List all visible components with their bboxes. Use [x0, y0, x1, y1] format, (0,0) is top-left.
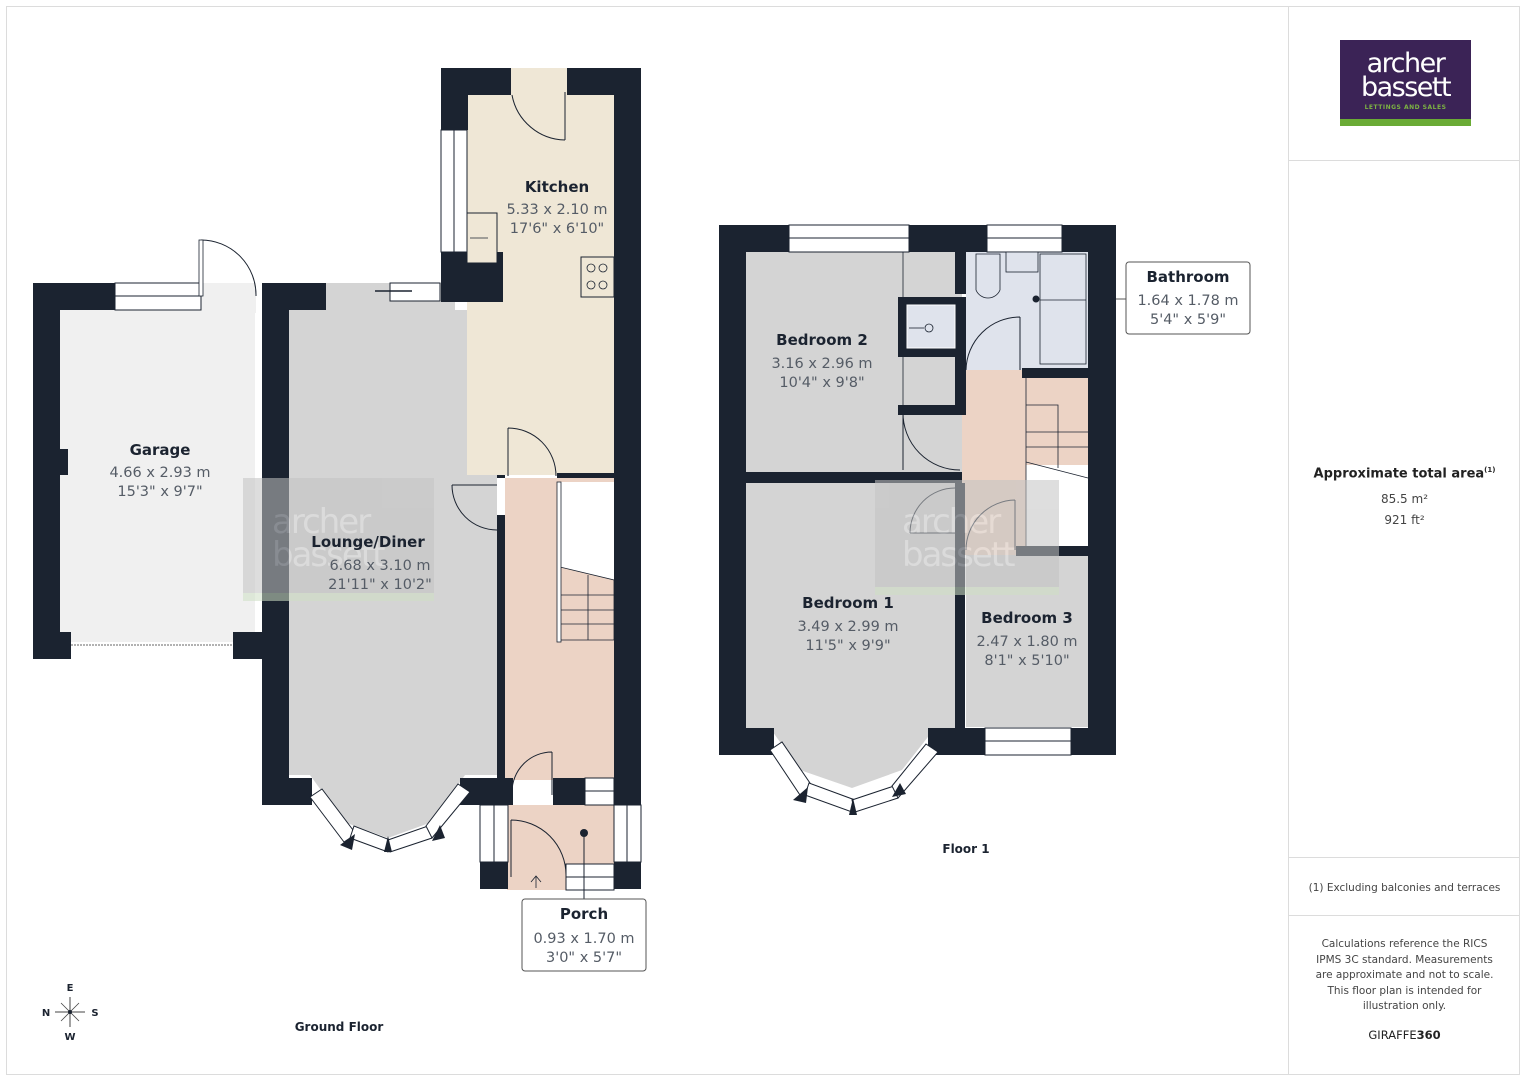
- bathroom-imperial: 5'4" x 5'9": [1150, 312, 1226, 328]
- area-title: Approximate total area(1): [1313, 466, 1496, 482]
- bedroom3-metric: 2.47 x 1.80 m: [976, 634, 1077, 650]
- garage-metric: 4.66 x 2.93 m: [109, 465, 210, 481]
- bedroom2-imperial: 10'4" x 9'8": [779, 375, 864, 391]
- bathroom-metric: 1.64 x 1.78 m: [1137, 293, 1238, 309]
- bathroom-callout: Bathroom 1.64 x 1.78 m 5'4" x 5'9": [1116, 261, 1251, 335]
- bedroom3-imperial: 8'1" x 5'10": [984, 653, 1069, 669]
- compass-west: W: [64, 1032, 75, 1043]
- watermark-ground: archer bassett: [243, 478, 434, 601]
- logo-tagline: LETTINGS AND SALES: [1364, 104, 1447, 111]
- logo-section: archer bassett LETTINGS AND SALES: [1289, 7, 1520, 161]
- compass-east: E: [67, 983, 74, 994]
- garage-room: [33, 239, 263, 659]
- hallway: [480, 427, 615, 805]
- provider-mark: GIRAFFE360: [1368, 1028, 1441, 1042]
- bedroom1-metric: 3.49 x 2.99 m: [797, 619, 898, 635]
- brand-logo: archer bassett LETTINGS AND SALES: [1340, 40, 1471, 126]
- ground-floor-plan: Kitchen 5.33 x 2.10 m 17'6" x 6'10" Gara…: [33, 68, 647, 1043]
- compass-icon: E N S W: [42, 983, 99, 1043]
- bedroom1-name: Bedroom 1: [802, 594, 894, 612]
- footnote-text: (1) Excluding balconies and terraces: [1308, 882, 1501, 894]
- logo-line2: bassett: [1360, 72, 1452, 103]
- bedroom3-name: Bedroom 3: [981, 609, 1073, 627]
- bedroom2-name: Bedroom 2: [776, 331, 868, 349]
- logo-accent-bar: [1340, 119, 1471, 126]
- garage-imperial: 15'3" x 9'7": [117, 484, 202, 500]
- compass-north: N: [42, 1008, 50, 1019]
- kitchen-name: Kitchen: [525, 178, 589, 196]
- garage-name: Garage: [130, 441, 191, 459]
- kitchen-metric: 5.33 x 2.10 m: [506, 202, 607, 218]
- svg-text:archer: archer: [902, 502, 1001, 542]
- floor1-label: Floor 1: [942, 842, 989, 856]
- bedroom1-imperial: 11'5" x 9'9": [805, 638, 890, 654]
- porch-room: [479, 751, 642, 899]
- porch-name: Porch: [560, 905, 608, 923]
- lounge-name: Lounge/Diner: [311, 533, 425, 551]
- compass-south: S: [91, 1008, 98, 1019]
- info-sidebar: archer bassett LETTINGS AND SALES Approx…: [1288, 7, 1520, 1074]
- kitchen-imperial: 17'6" x 6'10": [510, 221, 604, 237]
- svg-text:bassett: bassett: [272, 535, 385, 575]
- area-section: Approximate total area(1) 85.5 m² 921 ft…: [1289, 161, 1520, 858]
- floor-plan-drawing: Kitchen 5.33 x 2.10 m 17'6" x 6'10" Gara…: [33, 68, 1251, 1043]
- area-imperial: 921 ft²: [1384, 513, 1425, 527]
- footnote-section: (1) Excluding balconies and terraces: [1289, 858, 1520, 916]
- ground-floor-label: Ground Floor: [295, 1020, 384, 1034]
- lounge-imperial: 21'11" x 10'2": [328, 577, 432, 593]
- page-frame: [6, 6, 1520, 1075]
- footnote-mark: (1): [1484, 466, 1496, 474]
- disclaimer-text: Calculations reference the RICS IPMS 3C …: [1315, 938, 1494, 1012]
- logo-line1: archer: [1366, 48, 1446, 79]
- bathroom-name: Bathroom: [1146, 268, 1229, 286]
- porch-callout: Porch 0.93 x 1.70 m 3'0" x 5'7": [521, 898, 647, 972]
- kitchen-room: [440, 68, 641, 808]
- porch-metric: 0.93 x 1.70 m: [533, 931, 634, 947]
- svg-text:archer: archer: [272, 502, 371, 542]
- svg-text:bassett: bassett: [902, 535, 1015, 575]
- area-metric: 85.5 m²: [1380, 492, 1429, 506]
- lounge-metric: 6.68 x 3.10 m: [329, 558, 430, 574]
- bedroom2-metric: 3.16 x 2.96 m: [771, 356, 872, 372]
- watermark-first-floor: archer bassett: [875, 480, 1059, 595]
- porch-imperial: 3'0" x 5'7": [546, 950, 622, 966]
- first-floor-plan: archer bassett Bedroom 2 3.16 x 2.96 m 1…: [719, 224, 1251, 856]
